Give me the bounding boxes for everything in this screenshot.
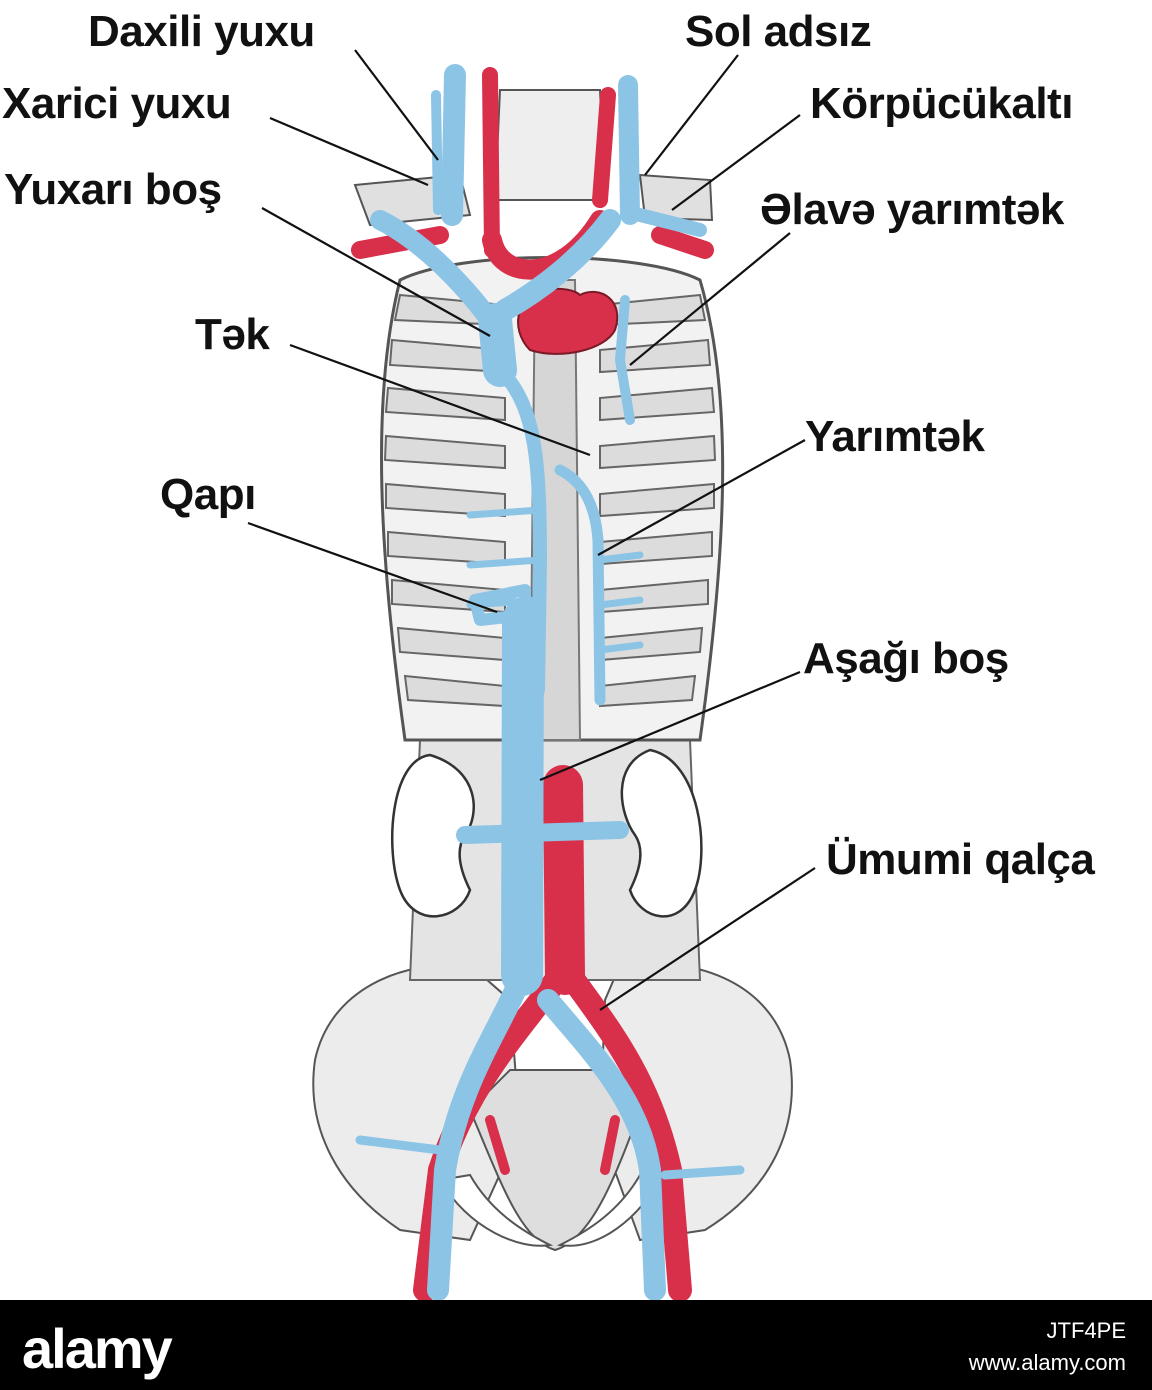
inferior-vena-cava bbox=[501, 599, 544, 996]
label-tek: Tək bbox=[195, 310, 270, 359]
neck-structures bbox=[493, 89, 607, 201]
azygos-vein bbox=[498, 368, 547, 697]
external-jugular-left bbox=[431, 90, 443, 215]
label-asagi-bos: Aşağı boş bbox=[803, 634, 1009, 683]
pointer-lines bbox=[247, 49, 816, 1011]
label-xarici-yuxu: Xarici yuxu bbox=[2, 79, 232, 128]
veins bbox=[355, 64, 745, 1300]
kidneys bbox=[391, 748, 703, 918]
pointer-xarici-yuxu bbox=[269, 116, 429, 187]
pointer-korpucukalti bbox=[671, 114, 801, 211]
right-carotid-artery bbox=[592, 87, 616, 208]
pointer-sol-adsiz bbox=[644, 54, 739, 176]
left-ilium bbox=[312, 963, 522, 1242]
left-carotid-artery bbox=[482, 67, 500, 258]
image-id: JTF4PE bbox=[1046, 1318, 1126, 1343]
label-qapi: Qapı bbox=[160, 470, 256, 519]
pointer-tek bbox=[289, 343, 591, 457]
internal-jugular-right bbox=[618, 75, 640, 225]
intercostal-veins-right bbox=[596, 551, 644, 654]
label-yuxari-bos: Yuxarı boş bbox=[4, 165, 222, 214]
iliac-branch-left bbox=[485, 1115, 510, 1175]
anatomy-diagram bbox=[247, 49, 816, 1300]
kidney-right bbox=[620, 748, 703, 918]
common-iliac-vein-right bbox=[537, 989, 666, 1300]
label-elave-yarimtek: Əlavə yarımtək bbox=[760, 185, 1064, 234]
watermark-footer: alamy JTF4PE www.alamy.com bbox=[0, 1300, 1152, 1390]
pointer-asagi-bos bbox=[539, 670, 801, 782]
pointer-daxili-yuxu bbox=[354, 49, 439, 161]
subclavian-artery-right bbox=[651, 226, 714, 259]
rib-cage bbox=[380, 256, 725, 742]
rib-right-9 bbox=[599, 674, 697, 708]
obturator-right bbox=[556, 1173, 662, 1247]
label-yarimtek: Yarımtək bbox=[805, 412, 985, 461]
sacrum bbox=[468, 1069, 642, 1252]
rib-left-4 bbox=[383, 434, 506, 470]
rib-right-5 bbox=[599, 482, 715, 518]
pointer-yarimtek bbox=[597, 439, 806, 556]
renal-veins bbox=[456, 821, 629, 844]
iliac-branch-right bbox=[600, 1115, 620, 1175]
obturator-left bbox=[438, 1173, 554, 1247]
label-korpucukalti: Körpücükaltı bbox=[810, 79, 1073, 128]
label-sol-adsiz: Sol adsız bbox=[685, 7, 872, 56]
hemiazygos-vein bbox=[554, 464, 606, 706]
rib-right-4 bbox=[599, 434, 717, 470]
brand-logo: alamy bbox=[22, 1317, 173, 1380]
pelvic-vein-right bbox=[660, 1165, 745, 1180]
clavicle-right bbox=[638, 173, 714, 222]
left-brachiocephalic bbox=[494, 209, 621, 321]
accessory-hemiazygos bbox=[615, 295, 635, 425]
pointer-qapi bbox=[247, 521, 498, 614]
rib-right-2 bbox=[599, 338, 712, 374]
pointer-elave-yarimtek bbox=[629, 232, 791, 366]
right-brachiocephalic bbox=[370, 210, 500, 330]
site-url: www.alamy.com bbox=[968, 1350, 1126, 1375]
abdominal-aorta bbox=[543, 765, 585, 995]
heart bbox=[517, 287, 619, 355]
pointer-umumi-qalca bbox=[599, 867, 816, 1011]
pointer-yuxari-bos bbox=[261, 207, 491, 337]
kidney-left bbox=[391, 753, 475, 918]
label-daxili-yuxu: Daxili yuxu bbox=[88, 7, 315, 56]
subclavian-vein-right bbox=[633, 208, 707, 237]
internal-jugular-left bbox=[441, 64, 466, 226]
superior-vena-cava bbox=[478, 303, 517, 387]
pelvic-vein-left bbox=[355, 1135, 445, 1155]
common-iliac-vein-left bbox=[427, 964, 533, 1300]
common-iliac-artery-right bbox=[558, 963, 692, 1300]
label-umumi-qalca: Ümumi qalça bbox=[826, 835, 1095, 884]
